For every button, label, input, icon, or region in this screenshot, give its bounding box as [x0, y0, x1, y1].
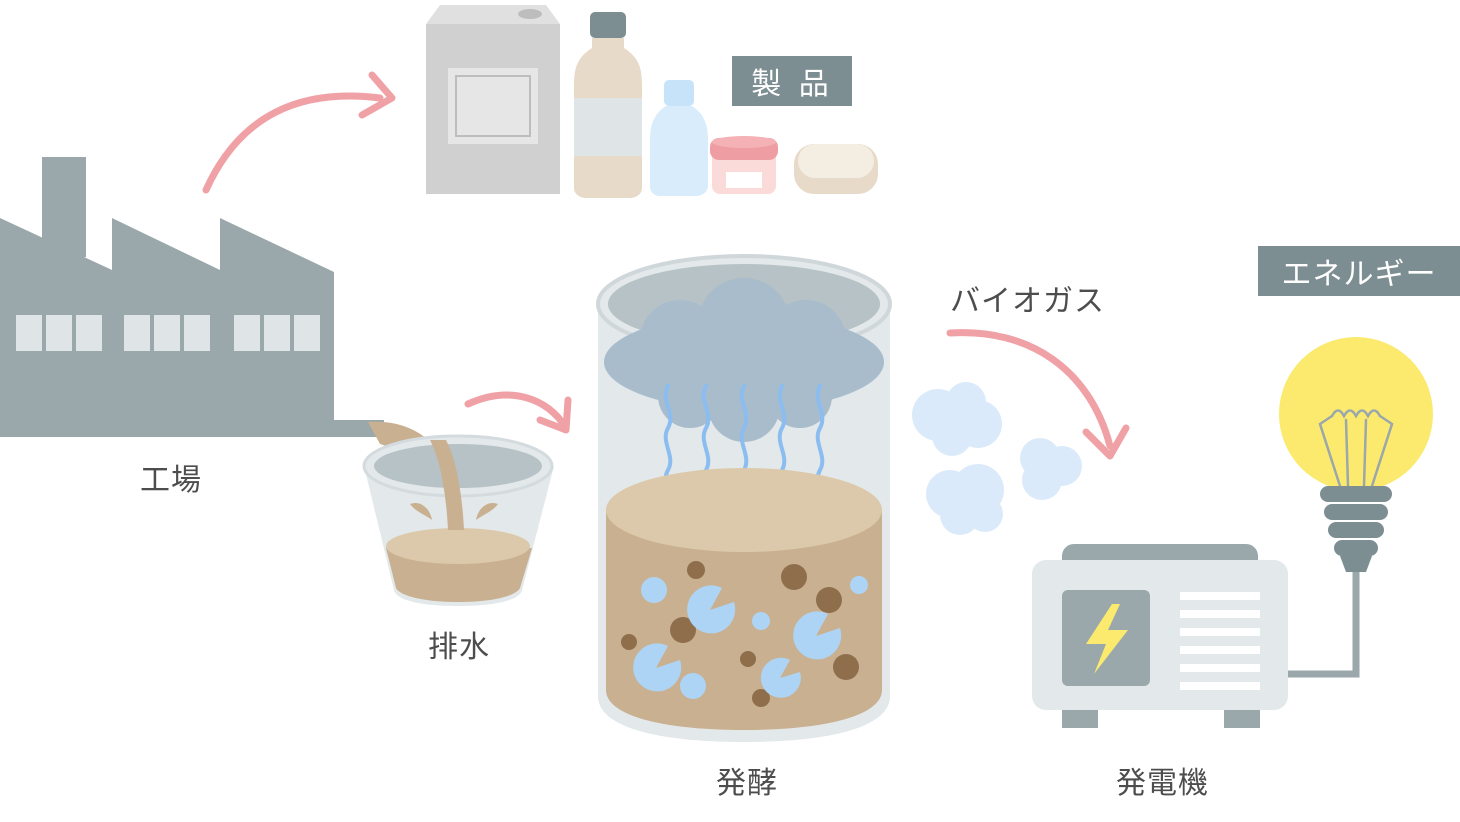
factory-label: 工場	[140, 455, 202, 499]
arrow-to-products-icon	[206, 96, 380, 190]
fermentation-tank-icon	[598, 256, 890, 742]
generator-icon	[1032, 544, 1288, 728]
generator-label: 発電機	[1116, 758, 1209, 802]
wastewater-cup-icon	[364, 436, 554, 606]
energy-tag: エネルギー	[1258, 246, 1460, 296]
fermentation-label: 発酵	[716, 758, 778, 802]
biogas-cloud-icon	[912, 382, 1082, 535]
wastewater-label: 排水	[428, 622, 490, 666]
factory-icon	[0, 157, 384, 437]
light-bulb-icon	[1279, 337, 1433, 572]
biogas-label: バイオガス	[950, 276, 1105, 320]
products-tag: 製 品	[732, 56, 852, 106]
